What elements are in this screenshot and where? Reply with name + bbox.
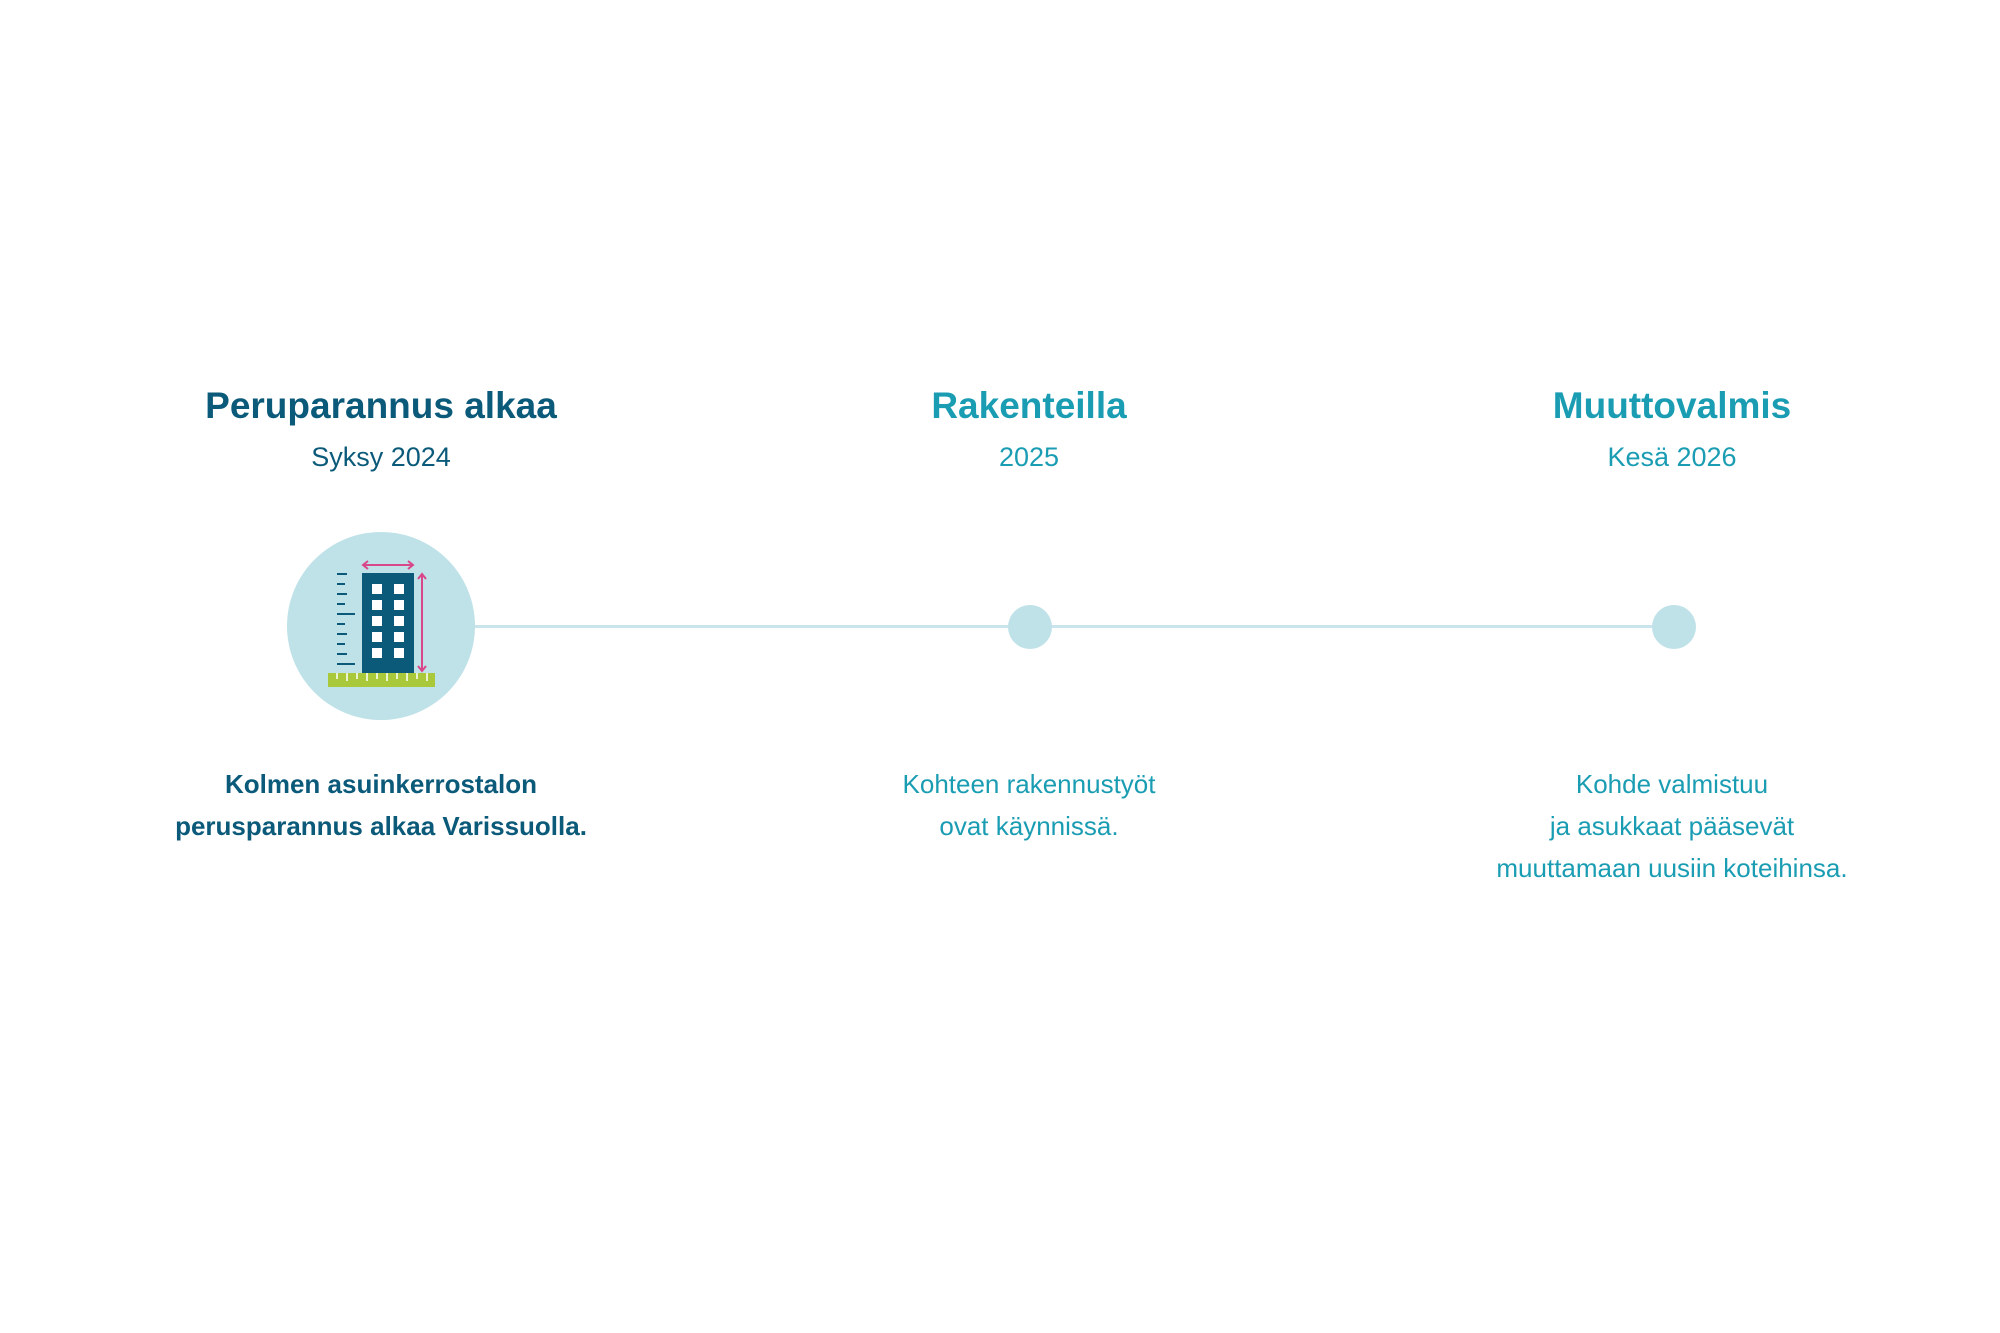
step-description: Kohteen rakennustyöt ovat käynnissä. <box>719 763 1339 847</box>
step-description: Kohde valmistuu ja asukkaat pääsevät muu… <box>1362 763 1982 889</box>
step-description-line: muuttamaan uusiin koteihinsa. <box>1496 853 1848 883</box>
timeline-marker-active <box>287 532 475 720</box>
step-date: Syksy 2024 <box>311 442 451 472</box>
timeline-step-renovation-start: Peruparannus alkaa Syksy 2024 Kolmen asu… <box>71 0 691 1333</box>
building-icon <box>328 560 435 687</box>
step-description: Kolmen asuinkerrostalon perusparannus al… <box>71 763 691 847</box>
step-description-line: ja asukkaat pääsevät <box>1549 811 1795 841</box>
timeline-step-move-in-ready: Muuttovalmis Kesä 2026 Kohde valmistuu j… <box>1362 0 1982 1333</box>
step-title: Muuttovalmis <box>1552 385 1792 426</box>
step-title: Peruparannus alkaa <box>205 385 557 426</box>
step-title: Rakenteilla <box>931 385 1127 426</box>
timeline-step-under-construction: Rakenteilla 2025 Kohteen rakennustyöt ov… <box>719 0 1339 1333</box>
step-description-line: Kohteen rakennustyöt <box>902 769 1156 799</box>
step-description-line: perusparannus alkaa Varissuolla. <box>175 811 587 841</box>
step-date: Kesä 2026 <box>1607 442 1737 472</box>
step-date: 2025 <box>998 442 1060 472</box>
step-description-line: Kohde valmistuu <box>1575 769 1769 799</box>
step-description-line: ovat käynnissä. <box>939 811 1119 841</box>
step-description-line: Kolmen asuinkerrostalon <box>224 769 538 799</box>
timeline-marker <box>1008 605 1052 649</box>
timeline-line <box>474 625 1674 628</box>
timeline-marker <box>1652 605 1696 649</box>
